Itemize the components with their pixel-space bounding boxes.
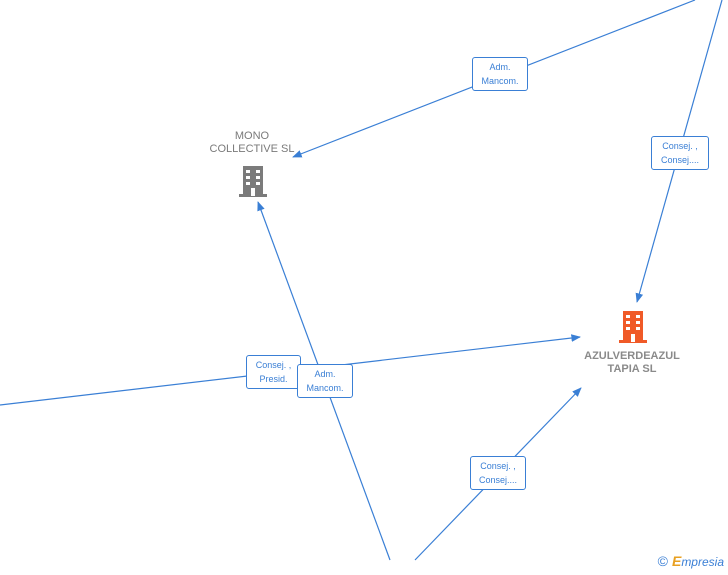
edge-label-line2: Consej.... bbox=[478, 475, 518, 485]
building-icon[interactable] bbox=[617, 309, 649, 345]
node-name-line2: TAPIA SL bbox=[607, 363, 657, 375]
edge-label-line2: Mancom. bbox=[306, 383, 344, 393]
edge-label-line1: Consej. , bbox=[480, 461, 516, 471]
node-azulverdeazul-label[interactable]: AZULVERDEAZUL TAPIA SL bbox=[570, 350, 694, 376]
node-name-line1: AZULVERDEAZUL bbox=[584, 350, 680, 362]
edge-label-line1: Consej. , bbox=[662, 141, 698, 151]
edge-label-line1: Adm. bbox=[489, 62, 511, 72]
edge-label-consej-presid[interactable]: Consej. , Presid. bbox=[246, 355, 301, 389]
edge-label-consej-consej-right[interactable]: Consej. , Consej.... bbox=[651, 136, 709, 170]
node-name-line2: COLLECTIVE SL bbox=[209, 143, 295, 155]
brand-initial: E bbox=[671, 553, 682, 569]
copyright-icon: © bbox=[657, 553, 668, 569]
brand-logo: Empresia bbox=[672, 553, 724, 569]
node-mono-collective-label[interactable]: MONO COLLECTIVE SL bbox=[200, 130, 304, 156]
building-icon[interactable] bbox=[237, 164, 269, 198]
edge-label-adm-mancom-mid[interactable]: Adm. Mancom. bbox=[297, 364, 353, 398]
edge-label-line2: Mancom. bbox=[481, 76, 519, 86]
empresia-brand: © Empresia bbox=[658, 553, 724, 569]
edge-label-consej-consej-bottom[interactable]: Consej. , Consej.... bbox=[470, 456, 526, 490]
edge-label-adm-mancom-top[interactable]: Adm. Mancom. bbox=[472, 57, 528, 91]
node-name-line1: MONO bbox=[234, 130, 270, 142]
brand-name: mpresia bbox=[681, 555, 724, 569]
edge-label-line1: Adm. bbox=[314, 369, 336, 379]
edge-label-line1: Consej. , bbox=[255, 360, 292, 370]
edge-label-line2: Presid. bbox=[259, 374, 288, 384]
edge-label-line2: Consej.... bbox=[660, 155, 700, 165]
